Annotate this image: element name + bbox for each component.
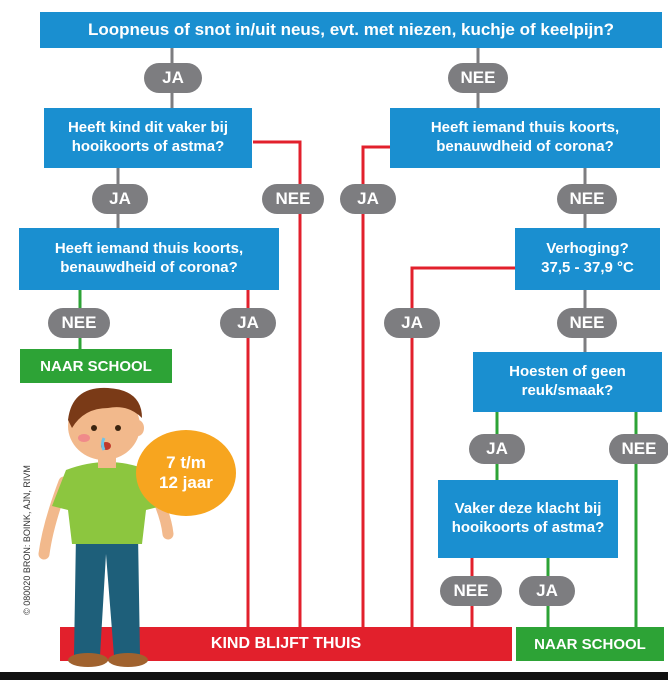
question-hayfever-asthma: Heeft kind dit vaker bij hooikoorts of a… — [44, 108, 252, 168]
question-home-fever-left: Heeft iemand thuis koorts, benauwdheid o… — [19, 228, 279, 290]
question-temperature-line1: Verhoging? — [546, 240, 629, 258]
answer-yes-pill: JA — [519, 576, 575, 606]
answer-no-pill: NEE — [262, 184, 324, 214]
question-temperature: Verhoging? 37,5 - 37,9 °C — [515, 228, 660, 290]
answer-no-pill: NEE — [557, 184, 617, 214]
question-temperature-line2: 37,5 - 37,9 °C — [541, 259, 634, 276]
question-runny-nose: Loopneus of snot in/uit neus, evt. met n… — [40, 12, 662, 48]
answer-no-pill: NEE — [609, 434, 668, 464]
answer-yes-pill: JA — [144, 63, 202, 93]
answer-yes-pill: JA — [92, 184, 148, 214]
answer-no-pill: NEE — [557, 308, 617, 338]
bottom-border — [0, 672, 668, 680]
outcome-school-left: NAAR SCHOOL — [20, 349, 172, 383]
answer-no-pill: NEE — [48, 308, 110, 338]
question-cough-smell: Hoesten of geen reuk/smaak? — [473, 352, 662, 412]
child-illustration — [38, 387, 174, 667]
question-recurring-complaint: Vaker deze klacht bij hooikoorts of astm… — [438, 480, 618, 558]
age-badge: 7 t/m 12 jaar — [136, 430, 236, 516]
answer-yes-pill: JA — [340, 184, 396, 214]
source-credit: © 080020 BRON: BOINK, AJN, RIVM — [22, 465, 32, 615]
answer-no-pill: NEE — [448, 63, 508, 93]
question-home-fever-right: Heeft iemand thuis koorts, benauwdheid o… — [390, 108, 660, 168]
answer-yes-pill: JA — [384, 308, 440, 338]
age-badge-line2: 12 jaar — [159, 473, 213, 492]
answer-no-pill: NEE — [440, 576, 502, 606]
age-badge-line1: 7 t/m — [166, 453, 206, 473]
outcome-school-right: NAAR SCHOOL — [516, 627, 664, 661]
answer-yes-pill: JA — [469, 434, 525, 464]
answer-yes-pill: JA — [220, 308, 276, 338]
